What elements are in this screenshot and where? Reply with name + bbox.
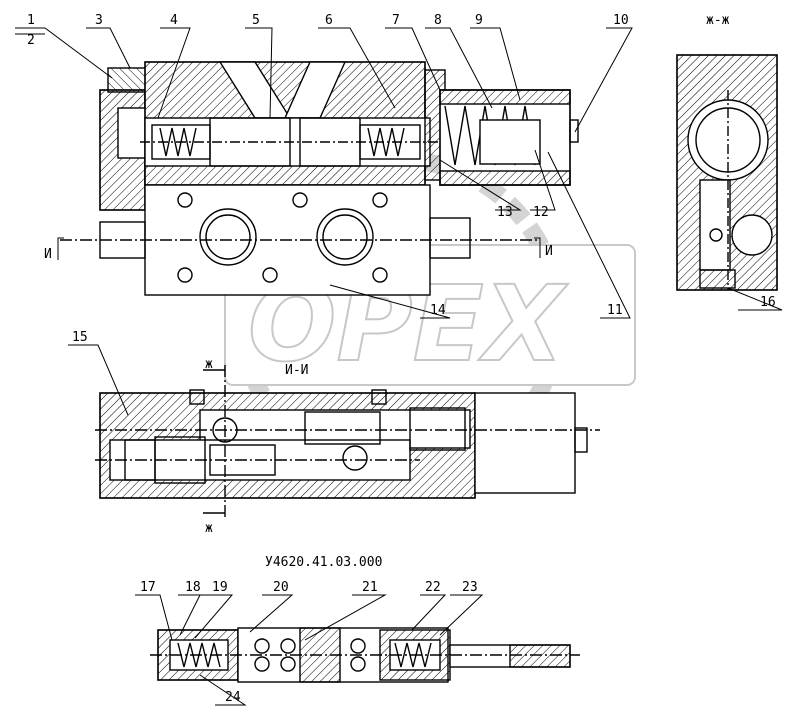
callout-4: 4 bbox=[170, 13, 178, 28]
callout-5: 5 bbox=[252, 13, 260, 28]
callout-8: 8 bbox=[434, 13, 442, 28]
callout-11: 11 bbox=[607, 303, 623, 318]
callout-21: 21 bbox=[362, 580, 378, 595]
callout-19: 19 bbox=[212, 580, 228, 595]
callout-15: 15 bbox=[72, 330, 88, 345]
section-zh-title: ж-ж bbox=[706, 13, 730, 28]
cut-zh-top-label: ж bbox=[205, 357, 213, 372]
callout-3: 3 bbox=[95, 13, 103, 28]
callout-18: 18 bbox=[185, 580, 201, 595]
callout-16: 16 bbox=[760, 295, 776, 310]
callout-12: 12 bbox=[533, 205, 549, 220]
callout-6: 6 bbox=[325, 13, 333, 28]
callout-17: 17 bbox=[140, 580, 156, 595]
callout-20: 20 bbox=[273, 580, 289, 595]
section-labels: ж-ж И-И ж ж И И У4620.41.03.000 bbox=[44, 13, 730, 570]
cut-i-left-label: И bbox=[44, 247, 52, 262]
callout-22: 22 bbox=[425, 580, 441, 595]
cut-zh-bottom-label: ж bbox=[205, 521, 213, 536]
callout-14: 14 bbox=[430, 303, 446, 318]
callout-13: 13 bbox=[497, 205, 513, 220]
callout-10: 10 bbox=[613, 13, 629, 28]
spool-assembly-view bbox=[150, 627, 580, 683]
callout-7: 7 bbox=[392, 13, 400, 28]
section-zh-view bbox=[676, 54, 778, 291]
leader-lines bbox=[15, 27, 783, 706]
callout-23: 23 bbox=[462, 580, 478, 595]
section-ii-view bbox=[95, 365, 600, 520]
cut-i-right-label: И bbox=[545, 244, 553, 259]
callout-1: 1 bbox=[27, 13, 35, 28]
callout-9: 9 bbox=[475, 13, 483, 28]
document-code: У4620.41.03.000 bbox=[265, 555, 382, 570]
cut-i-arrows bbox=[57, 237, 541, 260]
callout-numbers: 1 2 3 4 5 6 7 8 9 10 11 12 13 14 15 16 1… bbox=[27, 13, 776, 705]
top-main-view bbox=[60, 61, 579, 296]
section-ii-title: И-И bbox=[285, 363, 308, 378]
callout-2: 2 bbox=[27, 33, 35, 48]
callout-24: 24 bbox=[225, 690, 241, 705]
